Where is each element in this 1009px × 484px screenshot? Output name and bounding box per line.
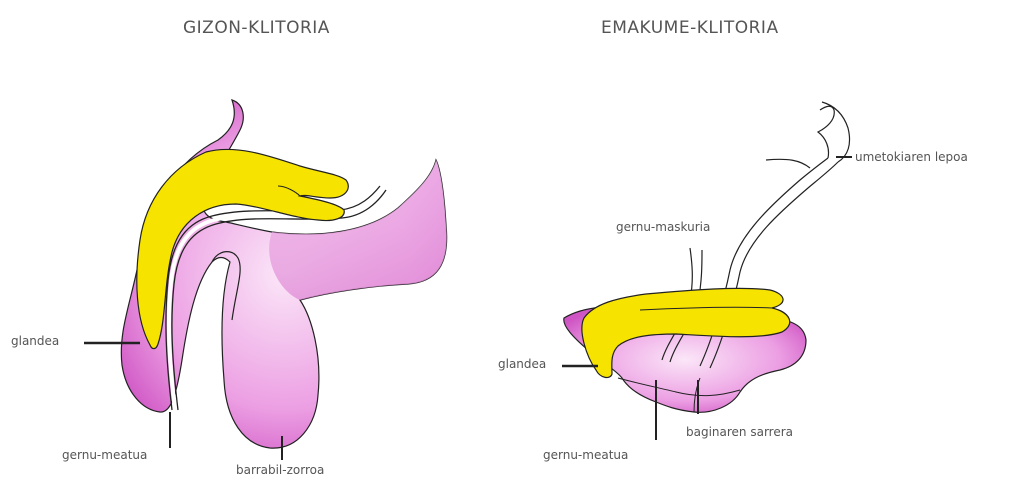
label-female-cervix: umetokiaren lepoa [855, 150, 968, 164]
female-diagram [562, 102, 852, 440]
label-female-urethra: gernu-meatua [543, 448, 628, 462]
label-male-scrotum: barrabil-zorroa [236, 463, 324, 477]
male-diagram [84, 100, 447, 460]
label-male-glans: glandea [11, 334, 59, 348]
label-female-glans: glandea [498, 357, 546, 371]
label-female-vagina: baginaren sarrera [686, 425, 793, 439]
label-female-bladder: gernu-maskuria [616, 220, 710, 234]
label-male-urethra: gernu-meatua [62, 448, 147, 462]
female-cervix [766, 102, 850, 168]
